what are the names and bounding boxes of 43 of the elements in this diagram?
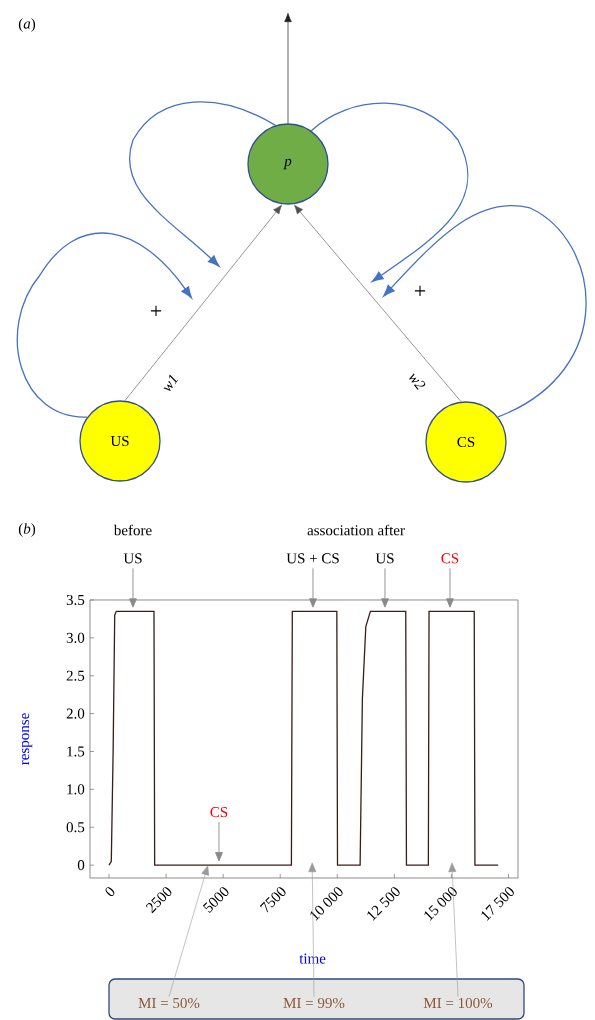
x-tick-label: 12 500 — [367, 887, 400, 921]
y-axis-title: response — [21, 713, 33, 765]
y-tick-label: 1.5 — [67, 746, 85, 757]
edge-label: w1 — [163, 374, 179, 392]
feedback-arrow — [310, 102, 469, 283]
x-axis-title: time — [299, 953, 326, 964]
mi-value-label: MI = 99% — [283, 997, 345, 1009]
x-tick-label: 10 000 — [310, 887, 343, 921]
connection-arrow — [294, 204, 462, 402]
annotation-label: association after — [307, 524, 405, 536]
annotation-label: CS — [441, 553, 459, 564]
sign-label: + — [150, 305, 162, 317]
feedback-arrow — [129, 101, 277, 267]
y-tick-label: 2.0 — [66, 708, 85, 719]
y-tick-label: 0.5 — [66, 822, 85, 833]
y-tick-label: 3.5 — [66, 594, 85, 606]
line-series — [108, 610, 499, 866]
panel-label: (a) — [18, 18, 36, 32]
annotation-label: before — [113, 524, 152, 536]
mi-value-label: MI = 50% — [138, 997, 200, 1009]
y-tick-label: 1.0 — [67, 784, 85, 795]
leader-line — [308, 862, 317, 997]
feedback-arrow — [383, 205, 587, 418]
panel-label: (b) — [18, 523, 36, 537]
connection-arrow — [124, 204, 282, 401]
annotation-label: US — [123, 553, 142, 564]
annotation-label: CS — [210, 807, 228, 818]
x-tick-label: 15 000 — [424, 887, 457, 921]
mi-value-label: MI = 100% — [423, 997, 493, 1009]
output-arrow — [284, 13, 292, 124]
x-tick-label: 17 500 — [481, 887, 514, 921]
annotation-label: US + CS — [286, 553, 339, 564]
readout-box — [108, 978, 525, 1020]
leader-line — [448, 862, 459, 997]
y-tick-label: 3.0 — [66, 632, 85, 643]
y-tick-label: 0 — [77, 860, 85, 871]
y-tick-label: 2.5 — [66, 670, 85, 681]
edge-label: w2 — [409, 373, 426, 390]
x-tick-label: 0 — [105, 887, 115, 897]
sign-label: + — [414, 285, 426, 297]
leader-line — [168, 865, 209, 997]
feedback-arrow — [16, 232, 193, 418]
annotation-label: US — [375, 553, 394, 564]
